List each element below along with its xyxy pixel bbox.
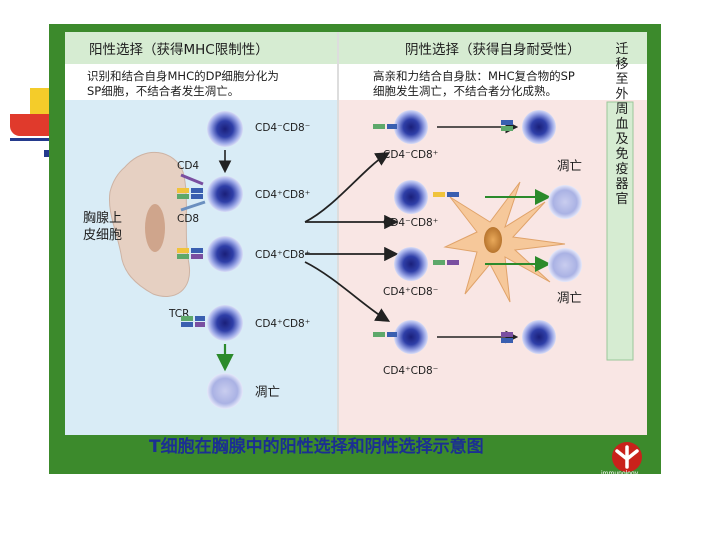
dp-label-3: CD4⁺CD8⁺ [255,318,310,330]
positive-region [65,100,337,435]
receptor-complex-dp2 [177,248,203,259]
immunology-logo-icon [612,442,642,472]
receptor-complex-right [373,120,513,343]
figure-caption: T细胞在胸腺中的阳性选择和阴性选择示意图 [149,437,484,457]
cd4-label: CD4 [177,160,199,172]
apoptosis-right-top-label: 凋亡 [557,158,582,173]
receptor-complex-dp3 [181,316,205,327]
slide-decoration-yellow [30,88,52,118]
epithelial-nucleus [145,204,165,252]
figure-panel: 阳性选择（获得MHC限制性） 阴性选择（获得自身耐受性） 识别和结合自身MHC的… [65,32,647,435]
migration-text: 迁移至外周血及免疫器官 [613,42,629,207]
dendritic-cell [443,181,566,303]
arrow-to-sp-bottom [304,261,391,322]
thymic-epithelium-label-1: 胸腺上 [83,211,122,226]
sp-cell-mid1 [394,180,428,214]
dp-label-1: CD4⁺CD8⁺ [255,189,310,201]
negative-desc-line2: 细胞发生凋亡，不结合者分化成熟。 [373,84,557,98]
dp-cell-3 [207,305,243,341]
apoptosis-left-label: 凋亡 [255,384,280,399]
apoptotic-cell-right-bottom [548,248,582,282]
slide-decoration-dot [44,150,51,157]
dendritic-nucleus [484,227,502,253]
sp-cell-mid2 [394,247,428,281]
cd8-molecule [180,200,206,212]
arrow-to-sp-top [304,152,391,223]
positive-header-bg [65,32,337,64]
sp-mid1-label: CD4⁻CD8⁺ [383,217,438,229]
mature-cell-bottom [522,320,556,354]
apoptotic-cell-right-top [548,185,582,219]
cd4-molecule [180,173,204,186]
positive-desc-line1: 识别和结合自身MHC的DP细胞分化为 [87,69,279,83]
positive-desc-bg [65,65,337,99]
negative-header-bg [339,32,647,64]
slide-decoration-line [10,138,50,141]
apoptotic-cell-left [207,373,243,409]
logo-text: immunology [601,470,639,477]
sp-top-label: CD4⁻CD8⁺ [383,149,438,161]
dn-label: CD4⁻CD8⁻ [255,122,310,134]
dp-cell-1 [207,176,243,212]
positive-desc-line2: SP细胞，不结合者发生凋亡。 [87,84,239,98]
negative-desc-line1: 高亲和力结合自身肽：MHC复合物的SP [373,69,575,83]
sp-cell-bottom [394,320,428,354]
cd8-label: CD8 [177,213,199,225]
sp-bottom-label: CD4⁺CD8⁻ [383,365,438,377]
figure-frame: 阳性选择（获得MHC限制性） 阴性选择（获得自身耐受性） 识别和结合自身MHC的… [49,24,661,477]
positive-title: 阳性选择（获得MHC限制性） [89,41,269,58]
migration-sidebar [606,101,634,361]
dp-label-2: CD4⁺CD8⁺ [255,249,310,261]
slide-decoration-red [10,114,52,136]
selection-diagram: 阳性选择（获得MHC限制性） 阴性选择（获得自身耐受性） 识别和结合自身MHC的… [65,32,647,435]
thymic-epithelium-label-2: 皮细胞 [83,228,122,243]
sp-cell-top [394,110,428,144]
dp-cell-2 [207,236,243,272]
sp-mid2-label: CD4⁺CD8⁻ [383,286,438,298]
receptor-complex-dp1 [177,188,203,199]
apoptosis-right-bottom-label: 凋亡 [557,290,582,305]
mature-cell-top [522,110,556,144]
negative-title: 阴性选择（获得自身耐受性） [405,41,581,58]
dn-cell [207,111,243,147]
negative-desc-bg [339,65,647,99]
